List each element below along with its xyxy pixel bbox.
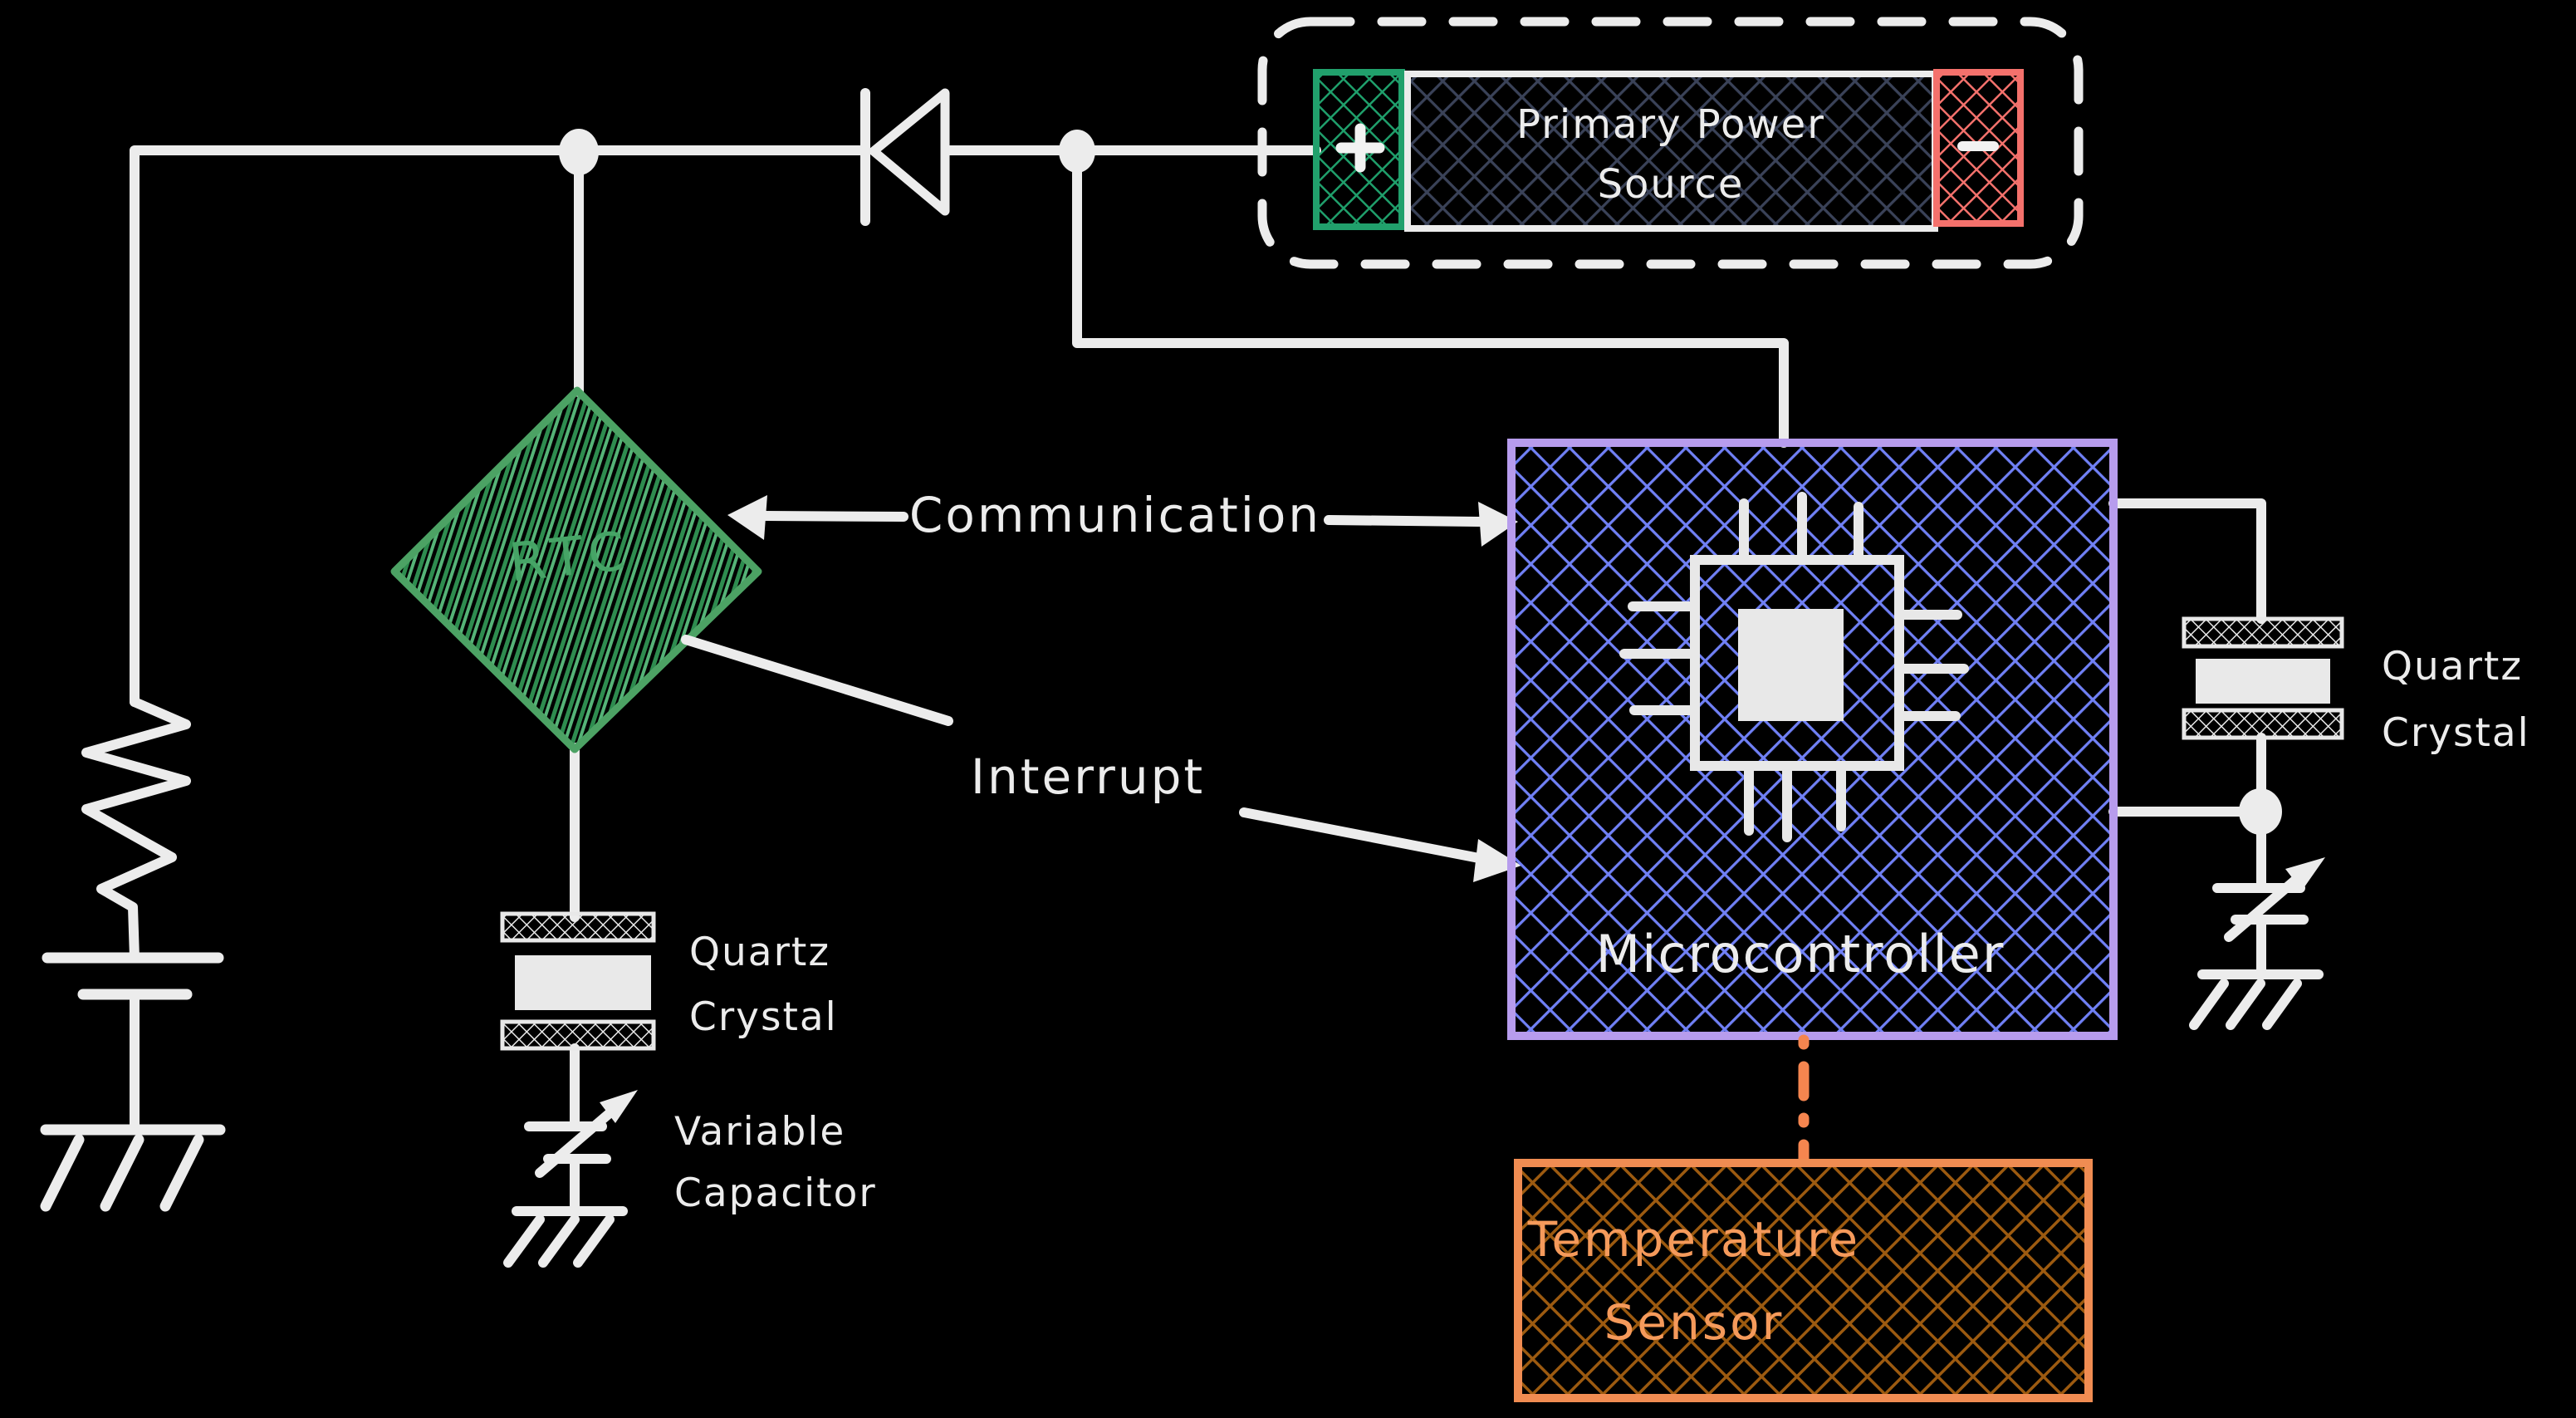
arrowhead-left-icon: [727, 495, 767, 540]
communication-arrow: Communication: [727, 487, 1518, 547]
chip-icon: [1619, 492, 1969, 842]
diode-icon: [860, 88, 950, 226]
wire-battery-to-mcu: [1072, 145, 1789, 448]
quartz-right-label-line1: Quartz: [2382, 644, 2523, 689]
varcap-arrowhead-icon: [600, 1090, 638, 1123]
communication-label: Communication: [909, 487, 1321, 543]
ground-varcap-left-icon: [503, 1206, 628, 1268]
resistor-icon: [81, 697, 191, 963]
power-source-dashed-frame: [1257, 17, 2084, 269]
interrupt-arrowhead-icon: [1473, 839, 1521, 882]
power-source-title-line2: Source: [1598, 161, 1745, 208]
interrupt-label: Interrupt: [971, 748, 1205, 805]
junction-dot-right: [2239, 788, 2282, 835]
quartz-right-label-line2: Crystal: [2382, 710, 2530, 756]
quartz-left-label-line2: Crystal: [689, 994, 838, 1040]
wire-mcu-to-crystal-right: [2108, 498, 2266, 624]
wire-top-left: [130, 145, 870, 707]
temperature-sensor-label-line1: Temperature: [1527, 1211, 1860, 1268]
rtc-chip: RTC: [390, 386, 762, 753]
arrowhead-right-icon: [1478, 502, 1518, 547]
variable-capacitor-label-line1: Variable: [674, 1109, 845, 1155]
temperature-sensor-label-line2: Sensor: [1604, 1294, 1785, 1351]
rtc-label: RTC: [507, 520, 637, 594]
wires: [130, 145, 2266, 1216]
ground-left-icon: [40, 1124, 226, 1212]
plus-sign-icon: [1335, 123, 1385, 173]
variable-capacitor-right-icon: [2212, 857, 2325, 942]
backup-cell-icon: [42, 952, 224, 1000]
power-source-title-line1: Primary Power: [1516, 101, 1825, 148]
variable-capacitor-left-icon: [524, 1090, 638, 1178]
quartz-crystal-left-icon: [500, 911, 656, 1051]
primary-power-source: Primary Power Source: [1257, 17, 2084, 269]
junction-dot-battery: [1059, 130, 1095, 173]
battery-body: [1404, 71, 1938, 232]
microcontroller-label: Microcontroller: [1596, 924, 2005, 984]
temperature-sensor: Temperature Sensor: [1514, 1159, 2093, 1402]
microcontroller-chip: Microcontroller: [1507, 439, 2118, 1040]
quartz-crystal-right-icon: [2182, 616, 2344, 740]
varcap-right-arrowhead-icon: [2285, 857, 2325, 891]
interrupt-arrow: Interrupt: [681, 635, 1521, 882]
ground-right-icon: [2189, 969, 2324, 1030]
variable-capacitor-label-line2: Capacitor: [674, 1170, 877, 1216]
junction-dot-rtc: [559, 129, 599, 175]
quartz-left-label-line1: Quartz: [689, 930, 830, 975]
